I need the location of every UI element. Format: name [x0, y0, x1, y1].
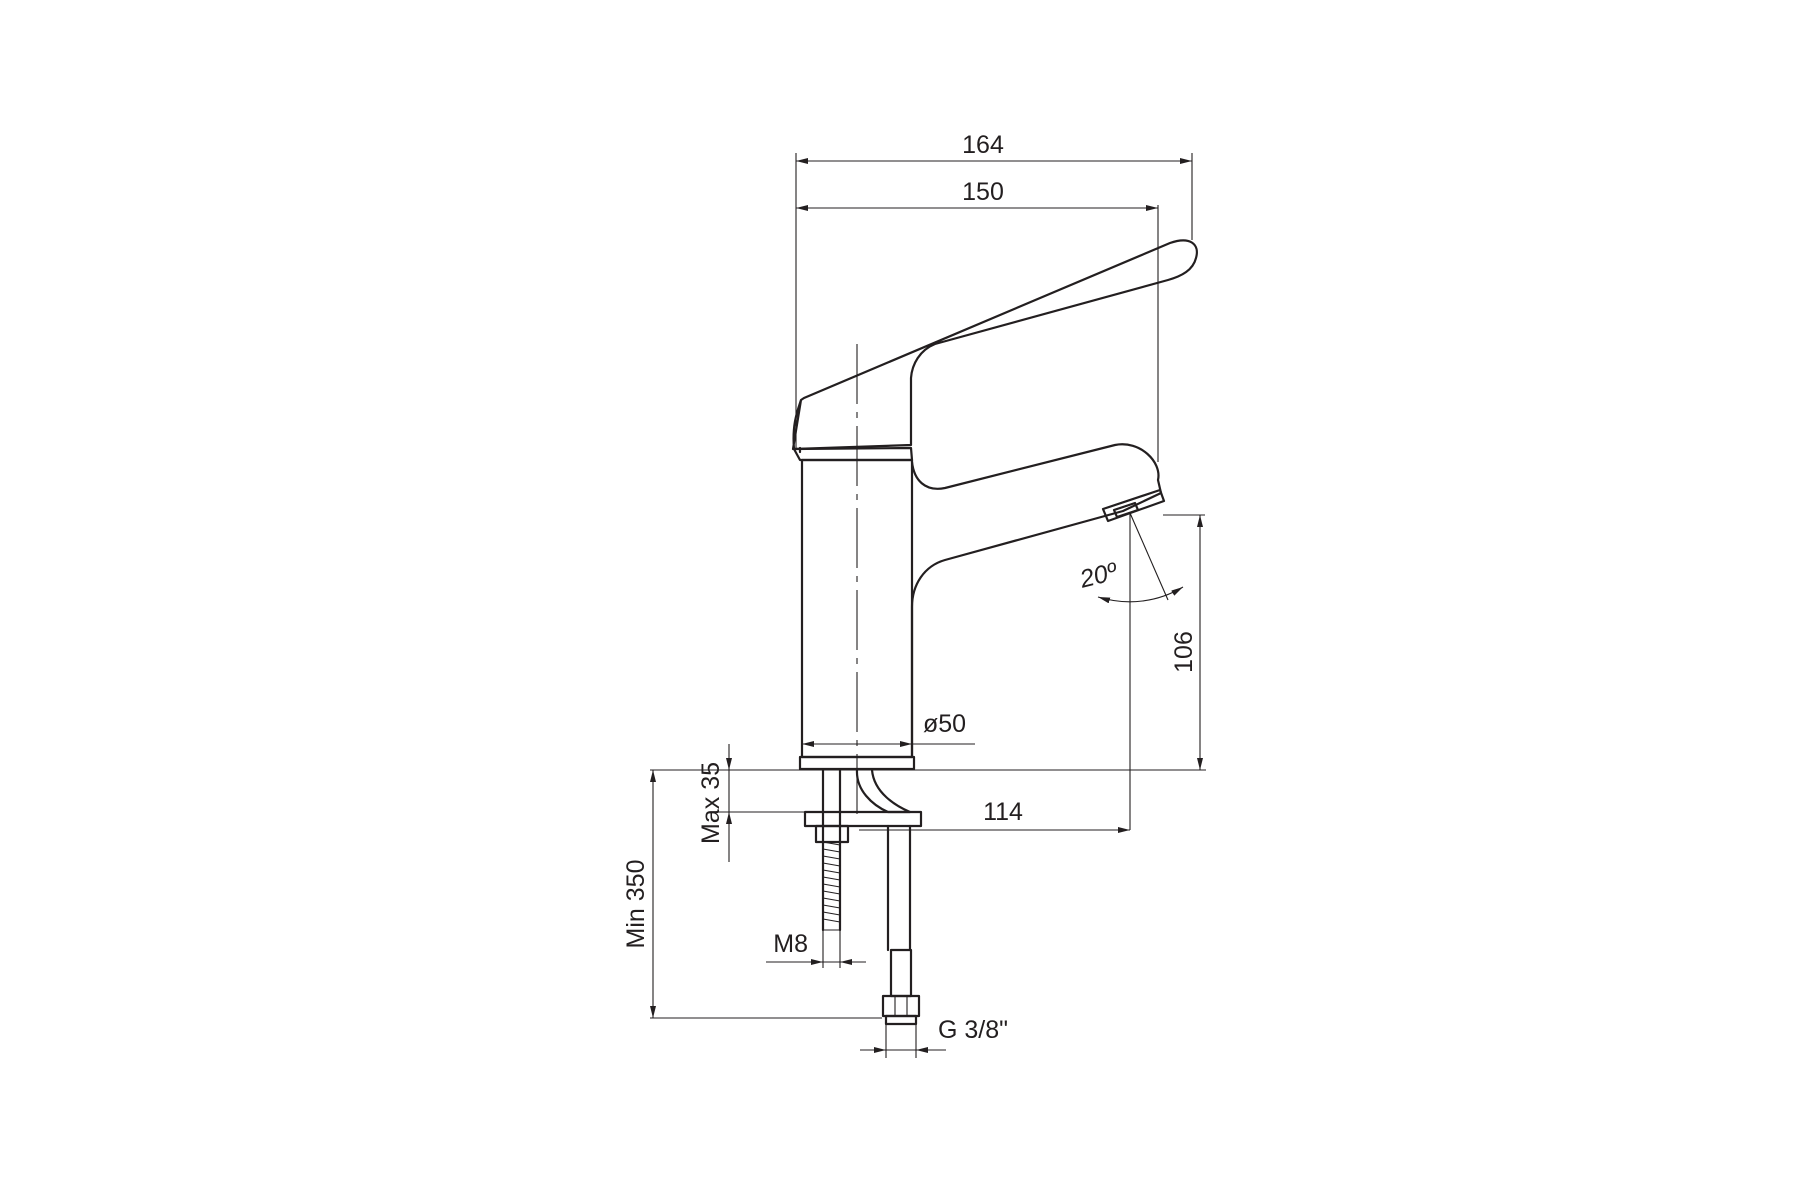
label-center-to-fixing: 114: [983, 798, 1023, 826]
label-max-deck: Max 35: [697, 762, 725, 844]
hose-bend: [855, 768, 912, 814]
spout: [910, 443, 1163, 759]
mounting-hardware: [803, 768, 923, 1026]
dimension-labels: 164 150 106 ø50 20º 114 Max 35 Min 350 M…: [622, 131, 1198, 1044]
label-overall-width: 164: [962, 131, 1004, 159]
fixing-plate: [803, 810, 923, 828]
fixing-nut: [814, 824, 850, 844]
label-spout-reach: 150: [962, 178, 1004, 206]
lever-cap: [792, 446, 914, 462]
label-hose-connector: G 3/8": [938, 1016, 1008, 1044]
faucet-outline: [791, 239, 1198, 771]
dimension-lines: [650, 153, 1206, 1058]
label-spout-height: 106: [1170, 631, 1198, 673]
spout-angle-line: [1129, 512, 1169, 601]
spout-angle-arc: [1097, 586, 1184, 604]
label-min-hose: Min 350: [622, 860, 650, 949]
aerator: [1101, 488, 1166, 523]
threaded-stud: [821, 768, 842, 932]
supply-hose: [886, 824, 912, 952]
hose-connector: [881, 994, 921, 1026]
label-body-diameter: ø50: [923, 710, 966, 738]
lever-handle: [791, 239, 1198, 454]
hose-ferrule: [889, 948, 913, 998]
label-spout-angle: 20º: [1076, 557, 1121, 594]
label-stud-thread: M8: [773, 930, 808, 958]
